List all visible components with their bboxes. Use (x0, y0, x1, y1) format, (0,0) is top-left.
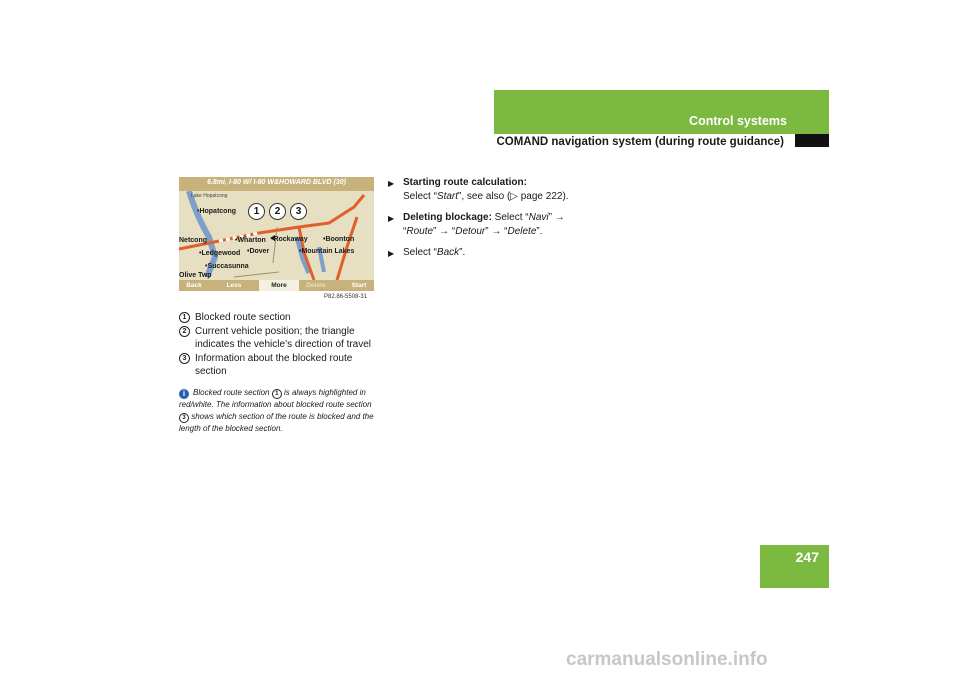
map-graphic (179, 190, 366, 281)
place-lake-hopatcong: Lake Hopatcong (191, 193, 228, 199)
step-text: Select “ (491, 212, 529, 223)
section-title: Control systems (689, 114, 787, 128)
softkey-delete[interactable]: Delete (306, 282, 326, 289)
route-info-text: 6.8mi, I-80 W/ I-80 W&HOWARD BLVD (30) (207, 179, 346, 186)
instruction-steps: ▶ Starting route calculation: Select “St… (388, 176, 598, 268)
info-text-1: Blocked route section (193, 388, 270, 397)
legend-item: 3 Information about the blocked route se… (179, 352, 379, 379)
navigation-screenshot: 6.8mi, I-80 W/ I-80 W&HOWARD BLVD (30) L… (179, 177, 374, 291)
legend-item: 2 Current vehicle position; the triangle… (179, 325, 379, 352)
step-term: Detour (455, 225, 486, 237)
image-code: P82.86-5508-31 (324, 294, 368, 300)
route-road (297, 226, 316, 281)
step-delete-blockage: ▶ Deleting blockage: Select “Navi” → “Ro… (388, 211, 598, 238)
step-start-route: ▶ Starting route calculation: Select “St… (388, 176, 598, 203)
softkey-start[interactable]: Start (351, 282, 367, 289)
softkey-back[interactable]: Back (186, 282, 202, 289)
place-boonton: •Boonton (323, 236, 355, 243)
step-term: Route (406, 225, 434, 237)
place-netcong: Netcong (179, 237, 207, 244)
legend-list: 1 Blocked route section 2 Current vehicl… (179, 311, 379, 379)
legend-number: 1 (179, 312, 190, 323)
section-subtitle: COMAND navigation system (during route g… (496, 136, 784, 148)
bullet-arrow-icon: ▶ (388, 214, 395, 223)
step-term: Delete (507, 225, 537, 237)
header-band: Control systems (494, 90, 829, 134)
legend-item: 1 Blocked route section (179, 311, 379, 325)
bullet-arrow-icon: ▶ (388, 249, 395, 258)
step-text: Select “ (403, 247, 437, 258)
step-text: ” → “ (433, 225, 456, 237)
place-ledgewood: •Ledgewood (199, 250, 241, 257)
step-heading: Starting route calculation: (403, 177, 527, 188)
info-number-1: 1 (271, 389, 282, 399)
step-text: ”. (536, 225, 543, 237)
bullet-arrow-icon: ▶ (388, 179, 395, 188)
vehicle-triangle (270, 235, 275, 241)
legend-text: Blocked route section (195, 312, 291, 323)
step-back: ▶ Select “Back”. (388, 246, 598, 260)
step-term: Back (436, 247, 460, 258)
info-text-2: is always highlighted in red/white. The … (179, 388, 372, 409)
legend-number: 3 (179, 352, 190, 364)
place-rockaway: •Rockaway (271, 236, 308, 243)
page-number: 247 (795, 549, 819, 565)
step-text: ”. (459, 247, 466, 258)
info-text-3: shows which section of the route is bloc… (179, 411, 374, 433)
marker-1: 1 (248, 203, 265, 220)
info-number-3: 3 (179, 412, 189, 423)
step-text: ” → “ (403, 212, 565, 237)
watermark: carmanualsonline.info (566, 649, 768, 670)
step-heading: Deleting blockage: (403, 212, 492, 223)
info-icon: i (179, 389, 189, 399)
minor-roads (233, 226, 280, 278)
east-road (335, 216, 359, 281)
place-olive-twp: Olive Twp (179, 272, 212, 279)
lake-water (186, 190, 219, 279)
legend-text: Current vehicle position; the triangle i… (195, 325, 372, 351)
step-term: Start (436, 190, 459, 202)
legend-text: Information about the blocked route sect… (195, 352, 353, 378)
header-marker (795, 134, 829, 147)
softkey-bar: Back Less More Delete Start (179, 280, 374, 291)
step-text: ” → “ (485, 225, 508, 237)
softkey-more[interactable]: More (259, 280, 299, 291)
place-mountain-lakes: •Mountain Lakes (299, 248, 355, 255)
marker-3: 3 (290, 203, 307, 220)
step-text: ”, see also (▷ page 222). (458, 190, 569, 202)
marker-2: 2 (269, 203, 286, 220)
step-text: Select “ (403, 190, 437, 202)
place-hopatcong: •Hopatcong (197, 208, 237, 215)
place-succasunna: •Succasunna (205, 263, 249, 270)
place-wharton: •Wharton (235, 237, 266, 244)
page-number-box: 247 (760, 545, 829, 588)
softkey-less[interactable]: Less (226, 282, 242, 289)
legend-number: 2 (179, 325, 190, 337)
river-water (294, 236, 312, 274)
mountain-lake-water (317, 246, 326, 273)
place-dover: •Dover (247, 248, 270, 255)
route-info-bar: 6.8mi, I-80 W/ I-80 W&HOWARD BLVD (30) (179, 177, 374, 191)
step-term: Navi (528, 212, 549, 223)
info-note: i Blocked route section 1 is always highl… (179, 387, 379, 434)
